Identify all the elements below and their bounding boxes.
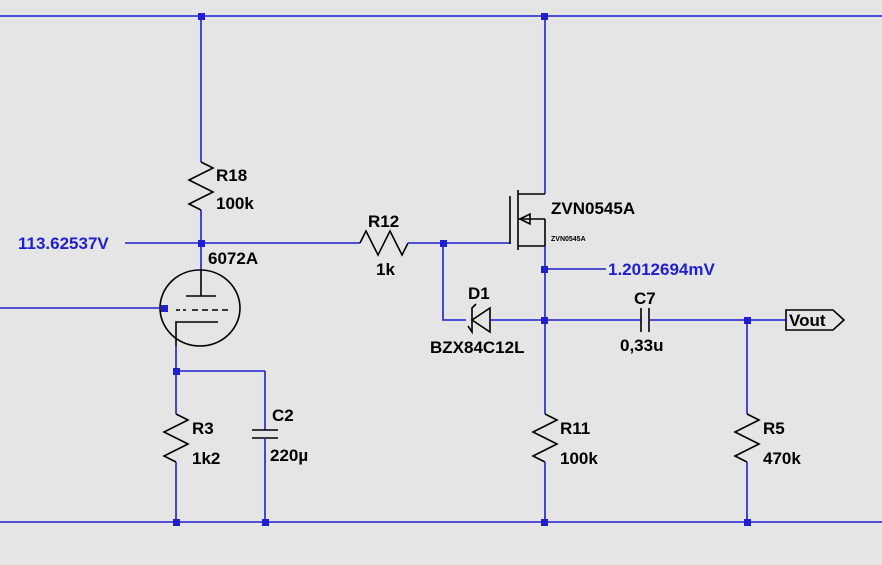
r18-resistor[interactable]: [187, 161, 215, 211]
junction-dot: [744, 519, 751, 526]
vout-port-label: Vout: [789, 311, 826, 330]
r18-ref-label: R18: [216, 166, 247, 185]
junction-dot: [161, 305, 168, 312]
junction-dot: [744, 317, 751, 324]
r5-ref-label: R5: [763, 419, 785, 438]
junction-dot: [173, 368, 180, 375]
junction-dot: [541, 519, 548, 526]
r12-value-label: 1k: [376, 260, 395, 279]
tube-envelope: [159, 269, 241, 347]
tube-cathode: [175, 321, 218, 346]
r11-ref-label: R11: [560, 419, 590, 438]
mosfet-arrow: [518, 212, 531, 226]
c7-value-label: 0,33u: [620, 336, 663, 355]
zener-d1[interactable]: [467, 303, 491, 335]
r11-value-label: 100k: [560, 449, 598, 468]
junction-dot: [541, 13, 548, 20]
junction-dot: [198, 13, 205, 20]
mosfet-zvn0545a[interactable]: [509, 190, 546, 250]
d1-triangle: [470, 306, 491, 334]
vout-port[interactable]: [785, 309, 846, 331]
source-voltage-probe: 1.2012694mV: [608, 260, 715, 279]
mosfet-model-label: ZVN0545A: [551, 236, 586, 243]
c7-ref-label: C7: [634, 289, 656, 308]
r3-ref-label: R3: [192, 419, 214, 438]
r5-resistor[interactable]: [733, 413, 761, 463]
r11-resistor[interactable]: [531, 413, 559, 463]
c2-ref-label: C2: [272, 406, 294, 425]
r12-ref-label: R12: [368, 212, 399, 231]
r5-value-label: 470k: [763, 449, 801, 468]
d1-ref-label: D1: [468, 284, 490, 303]
c2-value-label: 220µ: [270, 446, 308, 465]
junction-dot: [198, 240, 205, 247]
junction-dot: [541, 266, 548, 273]
tube-value-label: 6072A: [208, 249, 258, 268]
d1-anode-wire[interactable]: [442, 243, 466, 321]
d1-value-label: BZX84C12L: [430, 338, 524, 357]
tube-6072a[interactable]: [159, 269, 241, 347]
d1-bar: [467, 303, 477, 335]
mosfet-value-label: ZVN0545A: [551, 199, 635, 218]
r18-value-label: 100k: [216, 194, 254, 213]
r3-value-label: 1k2: [192, 449, 220, 468]
junction-dot: [440, 240, 447, 247]
plate-voltage-probe: 113.62537V: [18, 234, 109, 253]
r3-resistor[interactable]: [162, 413, 190, 463]
junction-dot: [541, 317, 548, 324]
junction-dot: [262, 519, 269, 526]
r12-resistor[interactable]: [359, 229, 409, 257]
junction-dot: [173, 519, 180, 526]
